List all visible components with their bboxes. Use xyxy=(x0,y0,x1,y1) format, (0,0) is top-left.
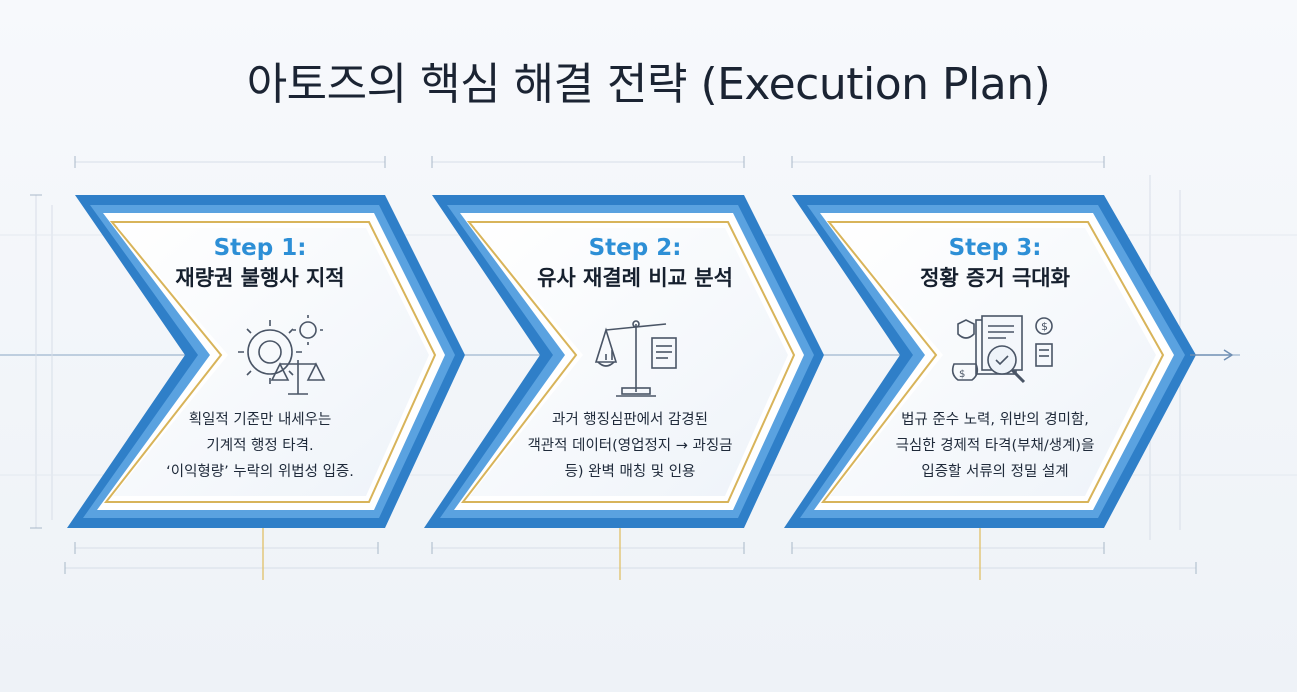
step-3-title: 정황 증거 극대화 xyxy=(920,266,1070,290)
step-2-desc-line: 과거 행징심판에서 감경된 xyxy=(552,412,708,428)
step-1-title: 재량권 불행사 지적 xyxy=(175,266,345,290)
gold-accent-lines xyxy=(262,525,981,580)
step-1-desc-line: 획일적 기준만 내세우는 xyxy=(188,412,332,428)
step-3-heading: Step 3: 정황 증거 극대화 xyxy=(880,233,1110,293)
step-1-label: Step 1: xyxy=(213,235,307,261)
step-1-heading: Step 1: 재량권 불행사 지적 xyxy=(150,233,370,293)
step-3-description: 법규 준수 노력, 위반의 경미함, 극심한 경제적 타격(부채/생계)을 입증… xyxy=(855,407,1135,485)
step-1-desc-line: ‘이익형량’ 누락의 위법성 입증. xyxy=(166,464,354,480)
step-1-description: 획일적 기준만 내세우는 기계적 행정 타격. ‘이익형량’ 누락의 위법성 입… xyxy=(130,407,390,485)
step-2-heading: Step 2: 유사 재결례 비교 분석 xyxy=(515,233,755,293)
balance-scale-document-icon xyxy=(594,320,677,397)
dimension-ticks xyxy=(30,156,1197,574)
documents-magnifier-icon: $ $ xyxy=(951,315,1053,384)
page-title: 아토즈의 핵심 해결 전략 (Execution Plan) xyxy=(246,59,1051,110)
step-2-desc-line: 등) 완벽 매칭 및 인용 xyxy=(564,464,696,480)
step-2-label: Step 2: xyxy=(588,235,682,261)
gear-scales-icon xyxy=(238,315,326,395)
step-2-description: 과거 행징심판에서 감경된 객관적 데이터(영업정지 → 과징금 등) 완벽 매… xyxy=(495,407,765,485)
step-1-desc-line: 기계적 행정 타격. xyxy=(206,438,314,454)
step-3-desc-line: 법규 준수 노력, 위반의 경미함, xyxy=(901,412,1089,428)
svg-text:$: $ xyxy=(1041,320,1048,333)
step-3-desc-line: 극심한 경제적 타격(부채/생계)을 xyxy=(895,438,1095,454)
step-2-desc-line: 객관적 데이터(영업정지 → 과징금 xyxy=(527,438,733,454)
step-2-title: 유사 재결례 비교 분석 xyxy=(537,266,733,290)
step-3-label: Step 3: xyxy=(948,235,1042,261)
chevron-step-1 xyxy=(67,195,465,528)
svg-text:$: $ xyxy=(959,369,965,380)
axis-arrow xyxy=(1190,349,1234,361)
step-3-desc-line: 입증할 서류의 정밀 설계 xyxy=(921,464,1069,480)
chevron-step-2 xyxy=(424,195,824,528)
